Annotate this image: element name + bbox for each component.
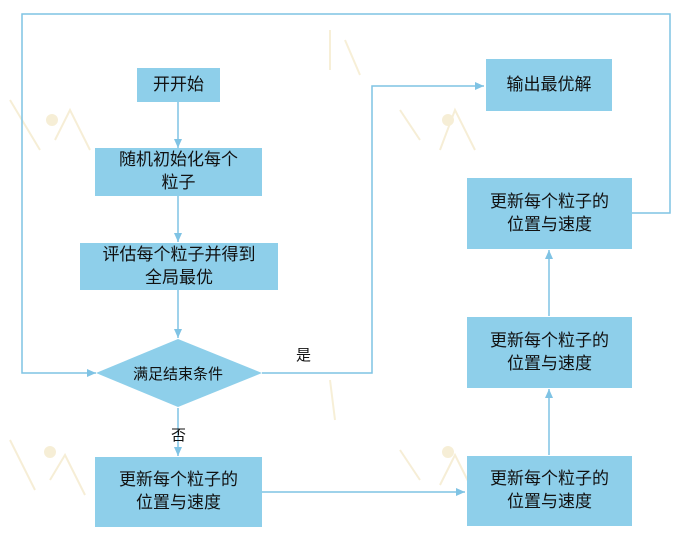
start-label: 开开始 (153, 74, 204, 95)
evaluate-box: 评估每个粒子并得到 全局最优 (80, 243, 278, 290)
watermark-logo-bottom-left (9, 439, 86, 496)
condition-label: 满足结束条件 (133, 365, 223, 383)
update-left-bottom-box: 更新每个粒子的 位置与速度 (95, 457, 262, 527)
loop-line-update-top-to-condition (21, 13, 671, 377)
watermark-logo-center (329, 30, 476, 151)
update-right-middle-box: 更新每个粒子的 位置与速度 (467, 317, 632, 388)
no-label: 否 (171, 426, 187, 444)
watermark-logo-bottom-right (329, 379, 476, 496)
update-right-bottom-box: 更新每个粒子的 位置与速度 (467, 456, 632, 526)
condition-diamond (96, 339, 262, 407)
init-box: 随机初始化每个 粒子 (95, 148, 262, 196)
arrow-condition-yes-to-output (262, 82, 484, 374)
update-right-top-box: 更新每个粒子的 位置与速度 (467, 178, 632, 249)
init-label: 随机初始化每个 粒子 (119, 150, 238, 193)
evaluate-label: 评估每个粒子并得到 全局最优 (102, 244, 256, 288)
output-box: 输出最优解 (486, 59, 612, 111)
update-right-bottom-label: 更新每个粒子的 位置与速度 (490, 469, 609, 512)
start-box: 开开始 (137, 68, 220, 102)
yes-label: 是 (296, 346, 312, 364)
update-right-top-label: 更新每个粒子的 位置与速度 (490, 191, 609, 235)
output-label: 输出最优解 (506, 74, 592, 95)
update-right-middle-label: 更新每个粒子的 位置与速度 (490, 330, 609, 374)
watermark-logo-top-left (9, 99, 91, 151)
update-left-bottom-label: 更新每个粒子的 位置与速度 (119, 470, 238, 513)
